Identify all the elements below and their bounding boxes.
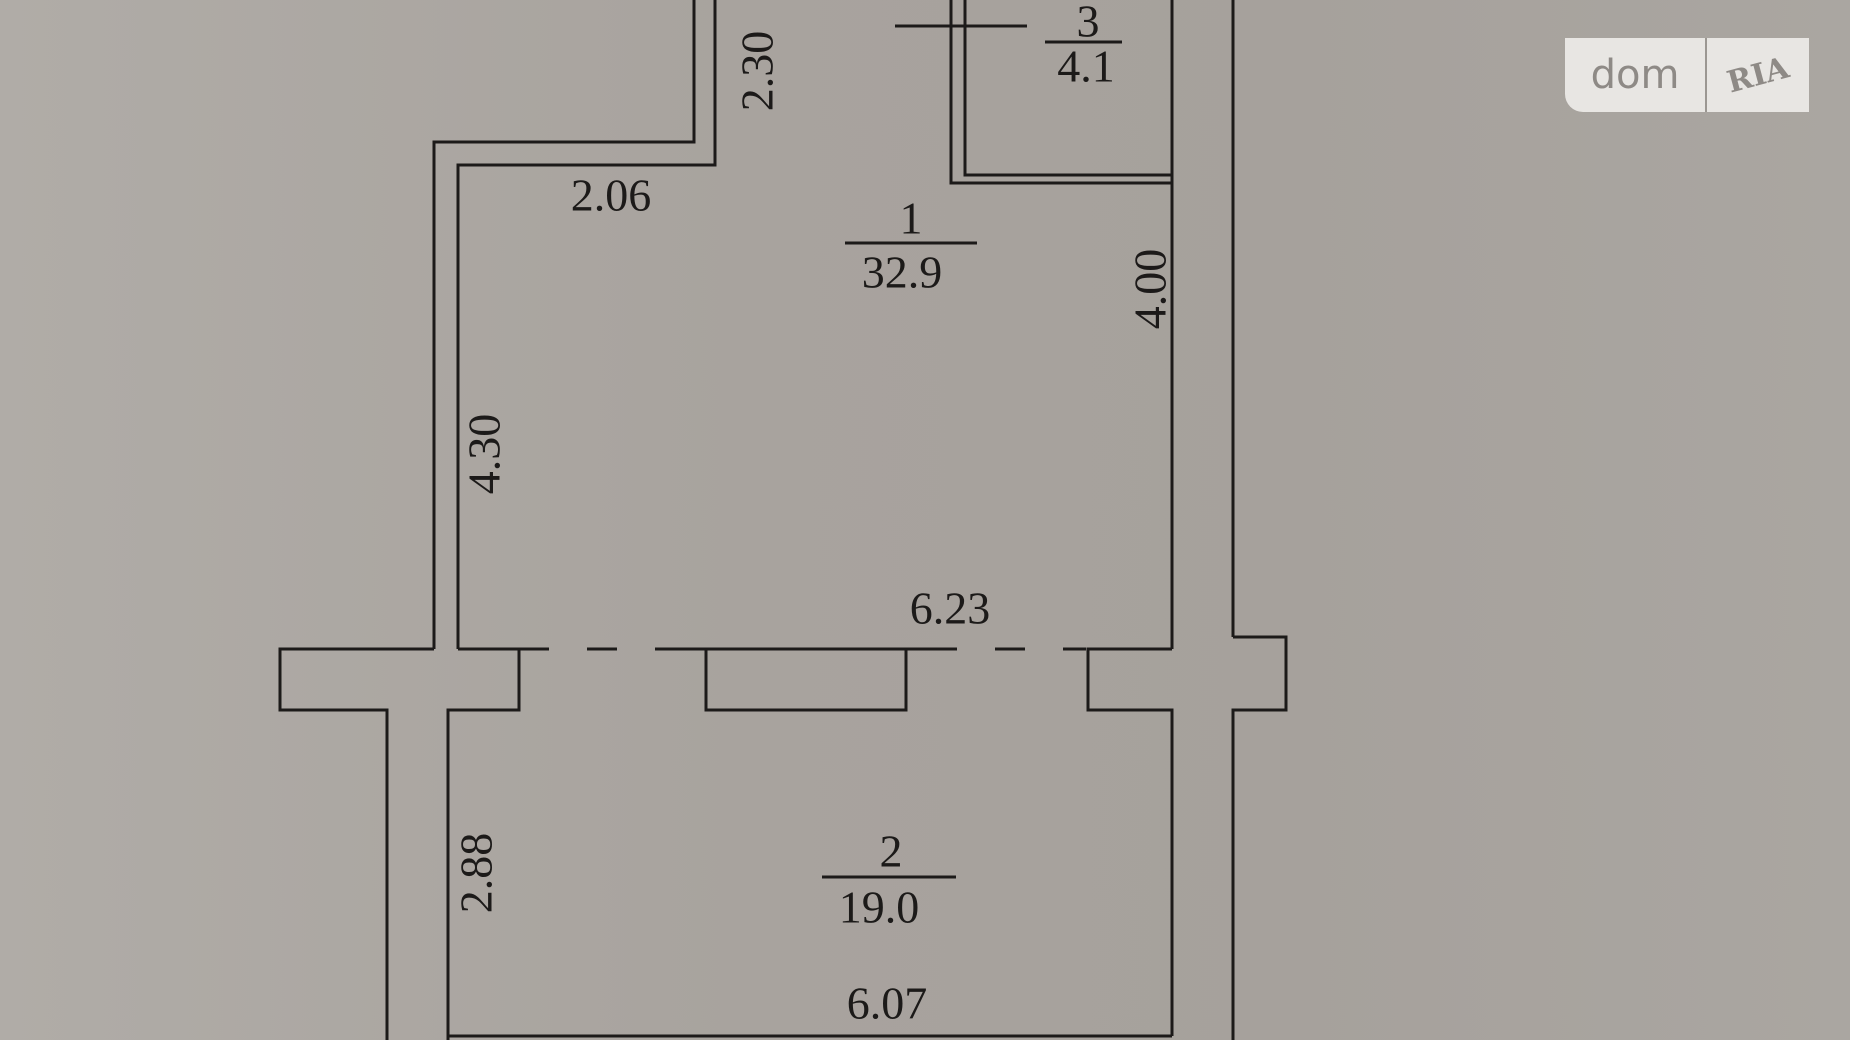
room2-area: 19.0 <box>838 881 920 933</box>
pier-middle <box>704 647 908 712</box>
pier-right-inner <box>1086 647 1174 1036</box>
dim-opening: 6.23 <box>909 582 991 634</box>
wall-inner-upper-left <box>456 0 717 649</box>
closet-wall-outer <box>949 0 1172 185</box>
pier-left <box>278 647 434 1040</box>
room3-area: 4.1 <box>1057 40 1115 92</box>
dim-right-upper: 4.00 <box>1124 248 1176 330</box>
pier-right-outer <box>1231 635 1288 1040</box>
room1-area: 32.9 <box>861 246 943 298</box>
pier-left-inner <box>446 647 521 1040</box>
logo-ria: RIA <box>1707 38 1809 112</box>
dim-left-upper: 4.30 <box>458 413 510 495</box>
room3-number: 3 <box>1076 0 1100 47</box>
room2-number: 2 <box>879 825 903 877</box>
logo-divider <box>1705 38 1707 112</box>
wall-outer-upper-left <box>432 0 696 649</box>
logo-ria-text: RIA <box>1723 50 1793 100</box>
closet-wall-inner <box>963 0 1172 177</box>
dim-upper-wall: 2.30 <box>731 30 783 112</box>
room1-number: 1 <box>899 192 923 244</box>
dim-top-left: 2.06 <box>570 169 652 221</box>
dim-bottom: 6.07 <box>846 977 928 1029</box>
domria-logo: dom RIA <box>1565 38 1809 112</box>
logo-dom-text: dom <box>1565 38 1705 112</box>
dim-left-lower: 2.88 <box>450 832 502 914</box>
